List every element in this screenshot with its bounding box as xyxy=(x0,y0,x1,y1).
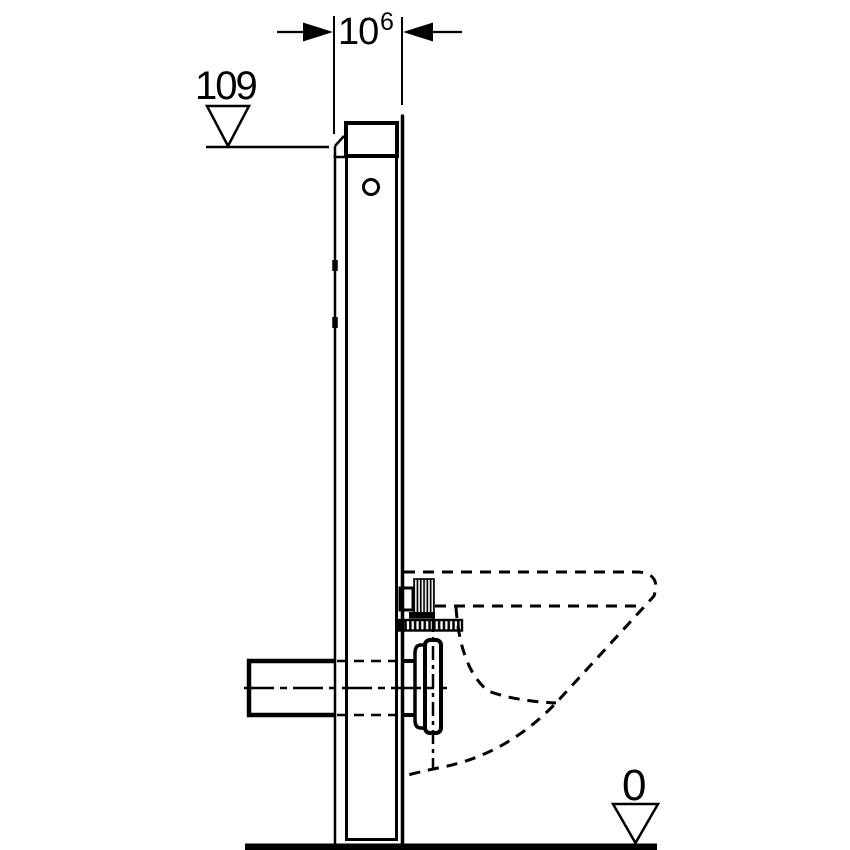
width-dimension-value: 10 xyxy=(338,11,378,53)
threaded-connector xyxy=(413,578,435,614)
arrowhead-left-icon xyxy=(303,22,333,42)
pan-bowl-inner-curve xyxy=(454,606,557,705)
width-dimension-superscript: 6 xyxy=(380,8,394,36)
module-top-cap xyxy=(344,121,399,158)
floor-triangle-icon xyxy=(610,802,661,846)
height-level-marker: 109 xyxy=(195,64,329,149)
sanitary-module xyxy=(332,114,405,848)
pan-outer-outline xyxy=(403,570,658,778)
mounting-rail xyxy=(397,618,464,632)
floor-level-value: 0 xyxy=(622,761,646,810)
arrowhead-right-icon xyxy=(403,22,433,42)
height-level-value: 109 xyxy=(195,64,256,108)
actuator-detail-circle xyxy=(362,178,380,196)
centerlines xyxy=(244,618,447,768)
ceramic-pan-outline xyxy=(403,570,658,778)
connector-base-plate xyxy=(409,612,435,619)
front-panel-chamfer xyxy=(334,135,345,147)
floor-level-marker: 0 xyxy=(610,761,661,846)
width-dimension: 10 6 xyxy=(277,8,462,134)
level-triangle-icon xyxy=(204,104,252,149)
